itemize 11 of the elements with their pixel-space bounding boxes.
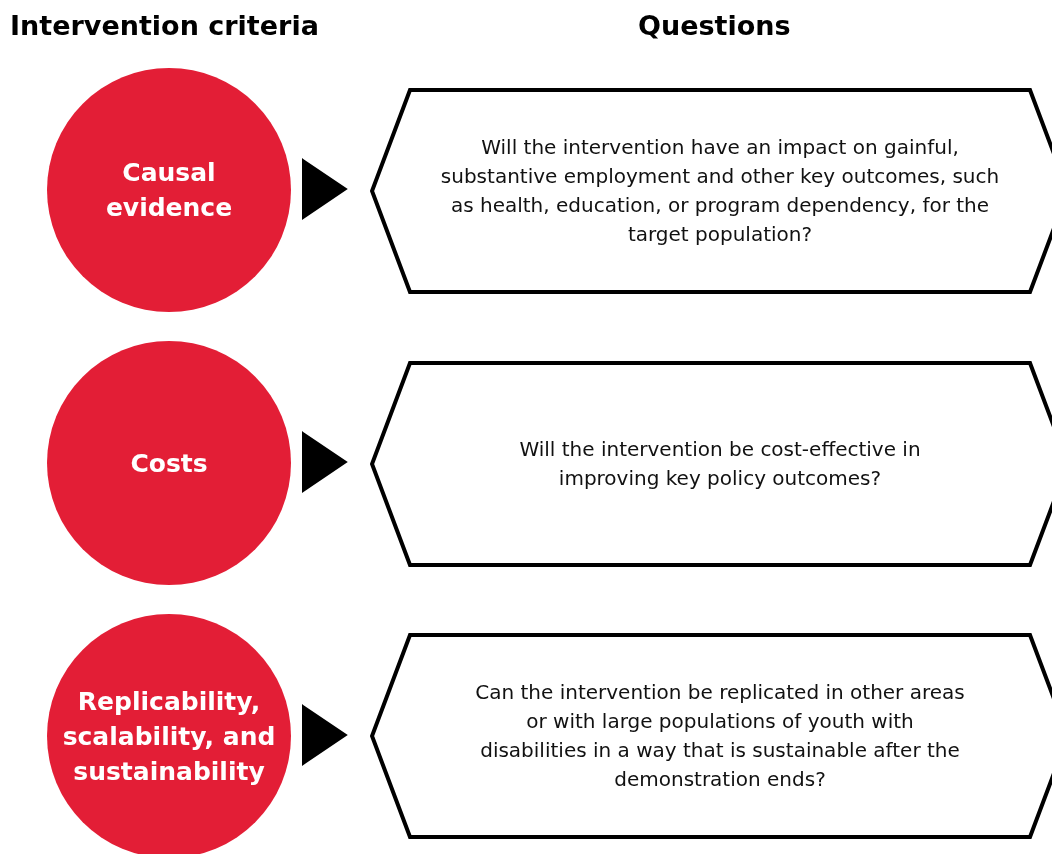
column-heading: Questions [638,10,791,41]
question-text: Can the intervention be replicated in other areas or with large populations of youth with disabilities in a way that is sustainable after the demonstration ends? [474,679,966,793]
column-heading: Intervention criteria [10,10,319,41]
arrow [302,704,348,766]
criterion-label: Causal evidence [104,157,234,224]
question-text: Will the intervention have an impact on gainful, substantive employment and other key outcomes, such as health, education, or program dependency, for the target population? [439,134,1001,248]
question-text: Will the intervention be cost-effective in improving key policy outcomes? [518,436,922,492]
arrow [302,158,348,220]
criterion-label: Replicability, scalability, and sustainability [61,685,277,788]
criterion-label: Costs [129,447,209,480]
arrow [302,431,348,493]
